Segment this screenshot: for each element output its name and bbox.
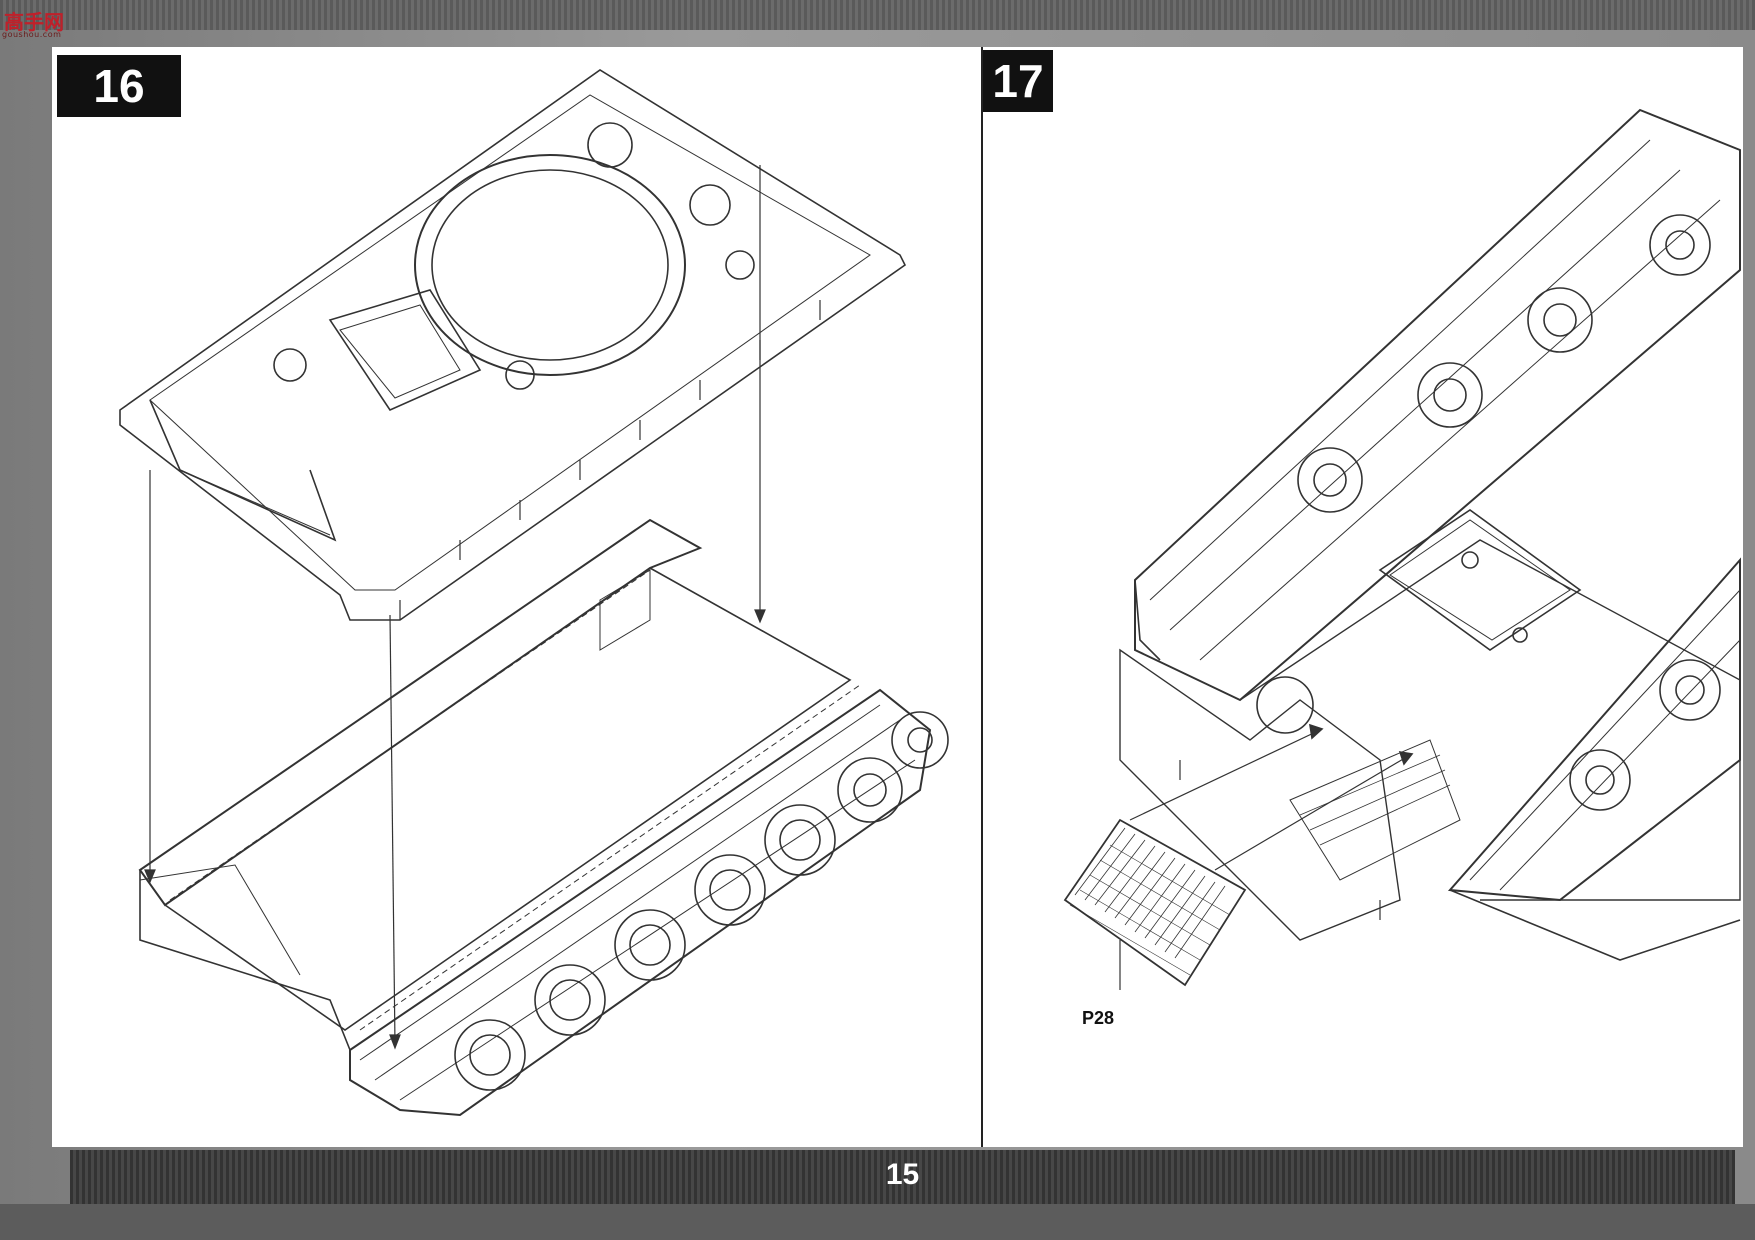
scan-bottom-edge — [0, 1204, 1755, 1240]
step-16-drawing — [119, 69, 949, 1117]
watermark-text: 高手网 — [4, 10, 64, 34]
assembly-arrows — [144, 165, 766, 1050]
rear-hull-detail — [1119, 648, 1461, 941]
lower-hull-with-tracks — [138, 518, 949, 1117]
step-number-17: 17 — [983, 50, 1053, 112]
track-run-upper — [1134, 108, 1741, 702]
page-divider — [981, 47, 983, 1147]
hull-floor — [1239, 509, 1741, 901]
right-page — [983, 47, 1743, 1147]
track-run-lower — [1447, 557, 1741, 961]
step-number-16: 16 — [57, 55, 181, 117]
grille-part-p28 — [1063, 723, 1414, 990]
page-footer: 15 — [70, 1150, 1735, 1204]
page-number: 15 — [885, 1158, 920, 1191]
watermark-sub: goushou.com — [2, 30, 62, 39]
watermark-logo: 高手网 goushou.com — [2, 4, 74, 40]
upper-hull — [119, 69, 907, 621]
step-17-drawing — [1063, 108, 1741, 990]
part-label-p28: P28 — [1082, 1008, 1115, 1028]
top-binding-strip — [0, 0, 1755, 30]
